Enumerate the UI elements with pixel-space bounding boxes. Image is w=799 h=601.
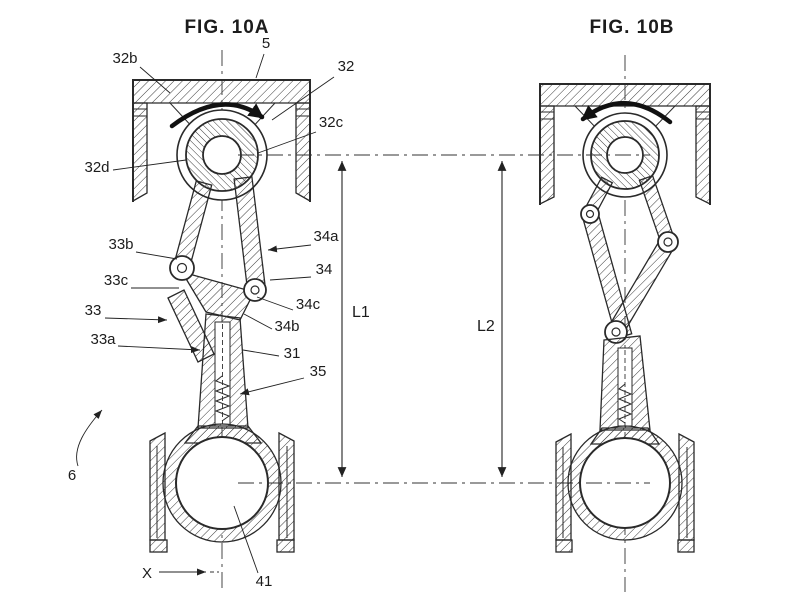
leader-32	[271, 76, 335, 121]
leader-35	[239, 377, 305, 396]
piston-wall-left-a	[132, 102, 148, 203]
linkage-b	[580, 174, 679, 344]
leader-32c	[257, 131, 317, 154]
link-joint-pin	[585, 209, 595, 219]
fig-10a-title: FIG. 10A	[184, 17, 269, 38]
label-34c: 34c	[296, 296, 321, 313]
leader-34	[269, 276, 312, 281]
fig-10b-title: FIG. 10B	[589, 17, 674, 38]
label-5: 5	[262, 35, 270, 52]
rotation-arrow-icon	[580, 101, 673, 125]
link-joint-pin	[663, 237, 673, 247]
piston-wall-left-b	[539, 105, 555, 206]
label-33a: 33a	[90, 331, 116, 348]
label-34: 34	[316, 261, 333, 278]
piston-wall-right-a	[295, 102, 311, 203]
leader-31	[242, 349, 280, 357]
leader-6	[76, 409, 103, 467]
label-34b: 34b	[274, 318, 299, 335]
label-6: 6	[68, 467, 76, 484]
label-31: 31	[284, 345, 301, 362]
dimension-label-l1: L1	[352, 304, 370, 321]
dimensions: L1 L2	[238, 154, 650, 484]
label-35: 35	[310, 363, 327, 380]
link-joint-pin	[176, 262, 188, 274]
rotation-arrow-icon	[169, 102, 265, 129]
linkage-a	[167, 176, 267, 363]
label-33c: 33c	[104, 272, 129, 289]
dimension-label-l2: L2	[477, 318, 495, 335]
link-joint-pin	[611, 327, 621, 337]
leader-34b	[243, 313, 273, 330]
piston-wall-right-b	[695, 105, 711, 206]
leader-33	[104, 316, 168, 324]
leader-41	[233, 505, 259, 574]
label-32b: 32b	[112, 50, 137, 67]
leader-32b	[139, 66, 171, 94]
leader-33a	[117, 345, 201, 354]
fig-10a	[132, 50, 311, 592]
label-32: 32	[338, 58, 355, 75]
label-33b: 33b	[108, 236, 133, 253]
label-x-axis: X	[142, 565, 152, 582]
bolt-head	[149, 539, 168, 553]
label-34a: 34a	[313, 228, 339, 245]
reference-labels: 32b 5 32 32c 32d 33b 34a 33c 34 33 34c 3…	[68, 35, 355, 590]
oil-passage-coil-b	[617, 383, 633, 424]
crank-bore-a	[175, 436, 269, 530]
bolt-head	[677, 539, 695, 553]
label-41: 41	[256, 573, 273, 590]
bolt-head	[276, 539, 295, 553]
connecting-rod-a	[197, 313, 249, 429]
label-33: 33	[85, 302, 102, 319]
label-32c: 32c	[319, 114, 344, 131]
link-joint-pin	[250, 285, 260, 295]
leader-5	[255, 53, 265, 79]
bolt-head	[555, 539, 573, 553]
leader-34a	[267, 244, 312, 253]
big-end-a	[149, 423, 295, 553]
leader-33b	[135, 251, 178, 260]
leader-34c	[256, 296, 294, 311]
piston-pin-bore-a	[202, 135, 242, 175]
fig-10b	[539, 55, 711, 592]
leader-32d	[112, 159, 187, 171]
oil-passage-coil-a	[214, 375, 231, 422]
label-32d: 32d	[84, 159, 109, 176]
